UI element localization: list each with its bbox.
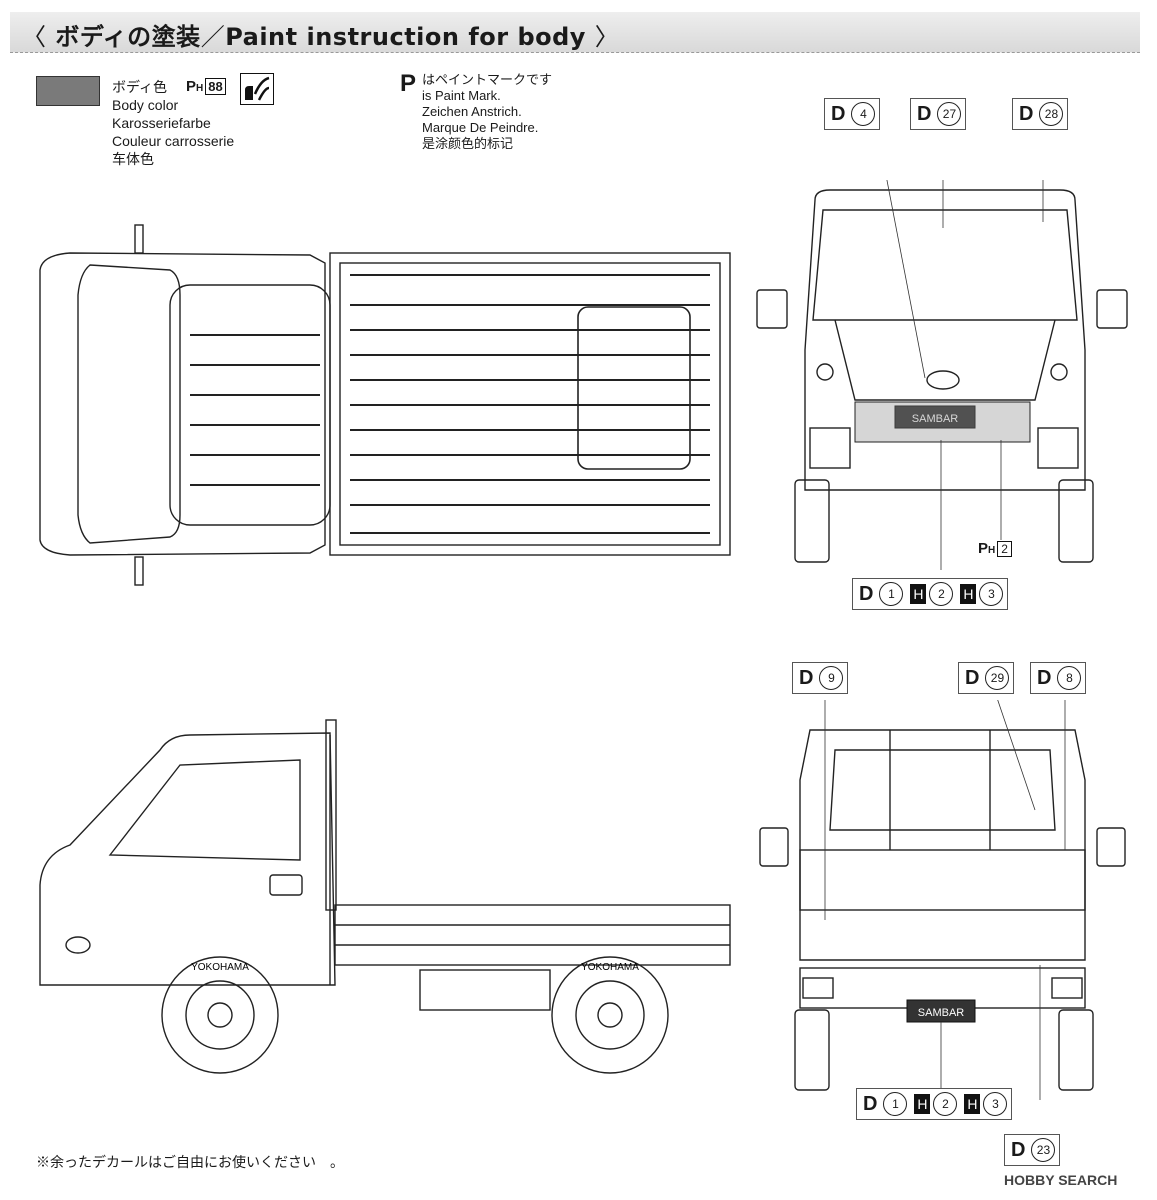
section-header: 〈 ボディの塗装／Paint instruction for body 〉 bbox=[10, 12, 1140, 53]
truck-rear-view: SAMBAR bbox=[759, 700, 1126, 1100]
tire-brand-front: YOKOHAMA bbox=[191, 962, 249, 973]
body-color-legend: ボディ色 Body color Karosseriefarbe Couleur … bbox=[112, 79, 235, 167]
section-title: 〈 ボディの塗装／Paint instruction for body 〉 bbox=[22, 23, 620, 51]
watermark: HOBBY SEARCH bbox=[1004, 1172, 1118, 1188]
callout-d1-2-3-front: D 1 H 2 H 3 bbox=[852, 578, 1009, 610]
truck-top-view bbox=[39, 224, 731, 586]
truck-side-view: YOKOHAMA YOKOHAMA bbox=[39, 719, 731, 1074]
body-color-swatch bbox=[36, 76, 100, 106]
h-mark-icon: H bbox=[910, 584, 927, 604]
h-mark-icon: H bbox=[960, 584, 977, 604]
front-plate-text: SAMBAR bbox=[912, 413, 959, 425]
bed-ribs bbox=[190, 274, 710, 534]
footnote: ※余ったデカールはご自由にお使いください 。 bbox=[36, 1154, 344, 1170]
callout-d1-2-3-rear: D 1 H 2 H 3 bbox=[856, 1088, 1013, 1120]
tire-brand-rear: YOKOHAMA bbox=[581, 962, 639, 973]
truck-front-view: SAMBAR bbox=[756, 180, 1128, 570]
h-mark-icon: H bbox=[914, 1094, 931, 1114]
rear-plate-text: SAMBAR bbox=[918, 1007, 965, 1019]
h-mark-icon: H bbox=[964, 1094, 981, 1114]
brush-icon bbox=[240, 73, 274, 105]
paint-mark-note: P はペイントマークです is Paint Mark. Zeichen Anst… bbox=[400, 70, 553, 152]
